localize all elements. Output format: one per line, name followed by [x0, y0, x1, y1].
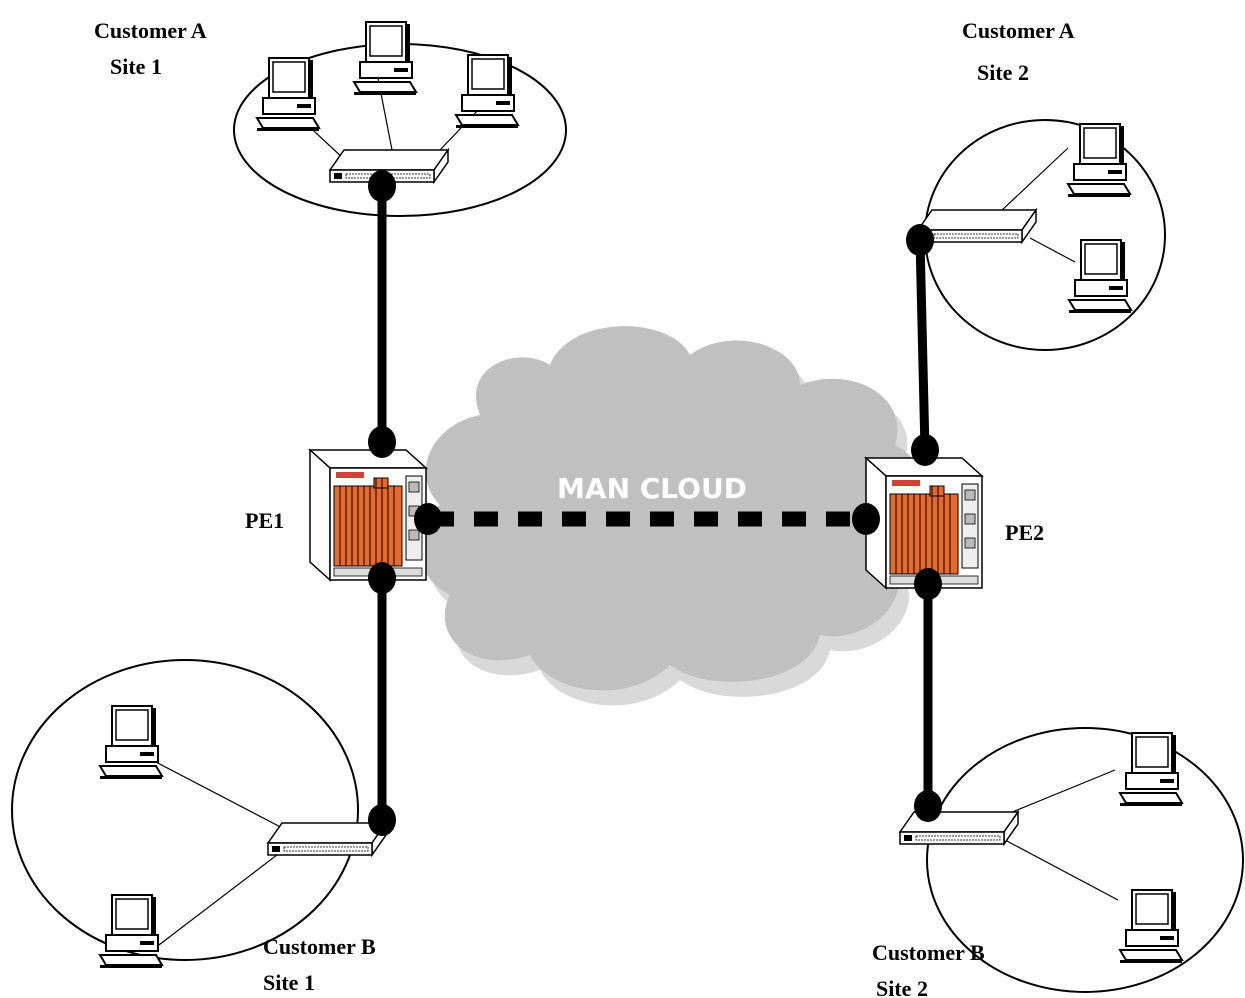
- computer-icon: [99, 705, 163, 780]
- switch-icon: [917, 209, 1037, 243]
- man-cloud: MAN CLOUD: [418, 326, 939, 706]
- label-customer-b-site1: Customer B: [263, 934, 376, 959]
- computer-icon: [99, 894, 163, 969]
- label-pe1: PE1: [245, 508, 284, 533]
- site-boundary-b1: [11, 659, 359, 961]
- router-chassis-icon: [865, 457, 983, 589]
- computer-icon: [256, 57, 320, 132]
- cloud-icon: [418, 326, 929, 691]
- switch-icon: [267, 822, 387, 856]
- label-customer-a-site1-site: Site 1: [110, 54, 162, 79]
- site-boundary-b2: [926, 727, 1244, 993]
- label-customer-a-site2-site: Site 2: [977, 60, 1029, 85]
- label-customer-a-site1: Customer A: [94, 18, 207, 43]
- computer-icon: [353, 21, 417, 96]
- cloud-label: MAN CLOUD: [557, 472, 747, 505]
- computer-icon: [455, 54, 519, 129]
- label-customer-b-site2: Customer B: [872, 940, 985, 965]
- computer-icon: [1119, 732, 1183, 807]
- router-chassis-icon: [309, 449, 427, 581]
- label-customer-b-site1-site: Site 1: [263, 970, 315, 995]
- computer-icon: [1067, 123, 1131, 198]
- link-endpoints: [368, 170, 942, 836]
- computer-icon: [1068, 239, 1132, 314]
- label-customer-b-site2-site: Site 2: [876, 976, 928, 998]
- label-customer-a-site2: Customer A: [962, 18, 1075, 43]
- access-links: [377, 183, 933, 825]
- computer-icon: [1119, 889, 1183, 964]
- label-pe2: PE2: [1005, 520, 1044, 545]
